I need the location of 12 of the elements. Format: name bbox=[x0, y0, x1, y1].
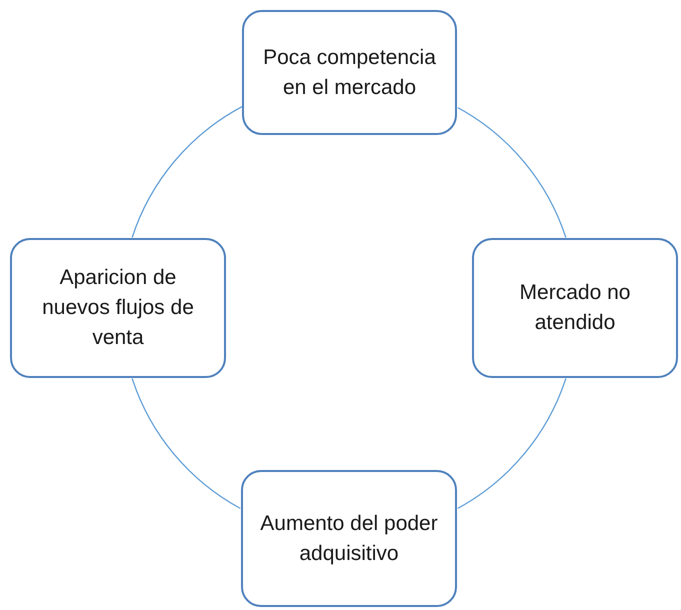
box-label: Mercado no atendido bbox=[518, 280, 632, 336]
box-label: Poca competencia en el mercado bbox=[262, 44, 437, 100]
connector-arc bbox=[457, 107, 566, 238]
connector-arc bbox=[132, 378, 241, 509]
rounded-box bbox=[241, 470, 457, 607]
box-label: Aumento del poder adquisitivo bbox=[259, 510, 439, 566]
box-label: Aparicion de nuevos flujos de venta bbox=[41, 265, 195, 351]
rounded-box bbox=[10, 238, 226, 378]
connector-arc bbox=[457, 378, 566, 509]
connector-arc bbox=[132, 106, 242, 238]
rounded-box bbox=[242, 10, 457, 135]
rounded-box bbox=[472, 238, 678, 378]
